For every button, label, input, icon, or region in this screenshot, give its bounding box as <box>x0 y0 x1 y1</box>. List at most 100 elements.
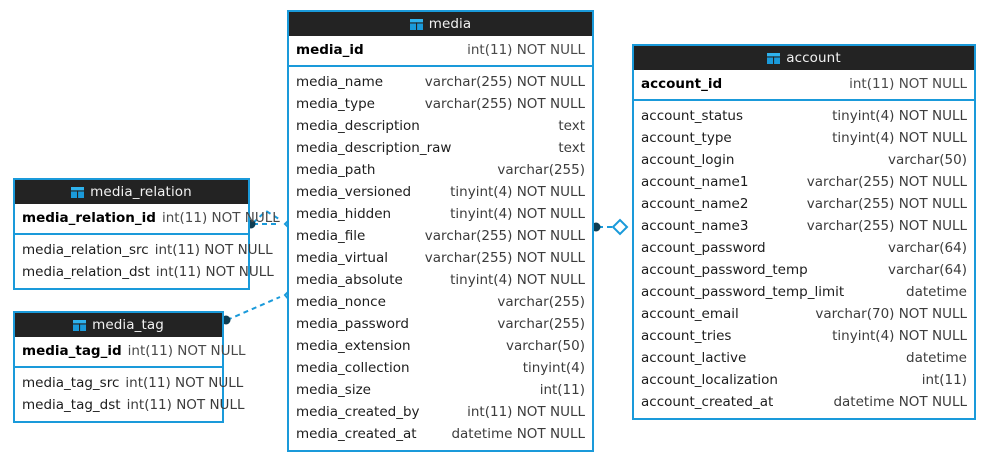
column-row[interactable]: media_nonce varchar(255) <box>289 291 592 313</box>
column-name: media_collection <box>296 360 410 376</box>
column-row-primary-key[interactable]: media_relation_id int(11) NOT NULL <box>15 207 280 229</box>
column-type: int(11) NOT NULL <box>127 343 246 359</box>
column-type: varchar(50) <box>505 338 585 354</box>
column-name: account_password_temp_limit <box>641 284 845 300</box>
column-name: media_type <box>296 96 375 112</box>
relationship-media-tag-media <box>226 296 281 321</box>
column-type: varchar(255) <box>497 294 585 310</box>
column-type: varchar(50) <box>887 152 967 168</box>
column-row[interactable]: account_localization int(11) <box>634 369 974 391</box>
column-row[interactable]: media_collection tinyint(4) <box>289 357 592 379</box>
entity-header-media: media <box>289 12 592 36</box>
column-type: int(11) NOT NULL <box>467 404 585 420</box>
column-row[interactable]: media_created_at datetime NOT NULL <box>289 423 592 445</box>
column-row-primary-key[interactable]: account_id int(11) NOT NULL <box>634 73 974 95</box>
column-name: media_versioned <box>296 184 412 200</box>
column-name: media_created_by <box>296 404 420 420</box>
entity-table-media-relation[interactable]: media_relation media_relation_id int(11)… <box>13 178 280 290</box>
column-type: int(11) NOT NULL <box>155 264 274 280</box>
column-name: media_nonce <box>296 294 386 310</box>
column-name: media_name <box>296 74 384 90</box>
column-name: account_login <box>641 152 735 168</box>
column-list-media-tag: media_tag_src int(11) NOT NULL media_tag_d… <box>15 368 244 421</box>
column-name: media_relation_dst <box>22 264 150 280</box>
column-type: datetime NOT NULL <box>833 394 967 410</box>
entity-table-media[interactable]: media media_id int(11) NOT NULL media_na… <box>287 10 594 452</box>
column-name: account_localization <box>641 372 778 388</box>
entity-table-media-tag[interactable]: media_tag media_tag_id int(11) NOT NULL … <box>13 311 246 423</box>
relationship-endpoint-diamond-account <box>611 218 629 236</box>
column-row[interactable]: media_description_raw text <box>289 137 592 159</box>
column-name: account_email <box>641 306 739 322</box>
column-type: datetime <box>906 350 967 366</box>
column-type: tinyint(4) NOT NULL <box>450 184 585 200</box>
table-icon <box>767 52 781 64</box>
column-name: media_file <box>296 228 366 244</box>
primary-key-block-account: account_id int(11) NOT NULL <box>634 70 974 101</box>
column-type: int(11) <box>921 372 967 388</box>
column-row[interactable]: media_tag_src int(11) NOT NULL <box>15 372 243 394</box>
column-row[interactable]: media_relation_dst int(11) NOT NULL <box>15 261 274 283</box>
column-name: media_tag_id <box>22 343 122 359</box>
column-name: media_virtual <box>296 250 388 266</box>
column-row[interactable]: account_password_temp_limit datetime <box>634 281 974 303</box>
column-type: varchar(255) NOT NULL <box>424 228 585 244</box>
column-type: datetime <box>906 284 967 300</box>
column-name: account_tries <box>641 328 732 344</box>
column-type: int(11) NOT NULL <box>467 42 585 58</box>
column-name: media_description_raw <box>296 140 452 156</box>
entity-header-account: account <box>634 46 974 70</box>
column-name: media_created_at <box>296 426 417 442</box>
column-type: datetime NOT NULL <box>451 426 585 442</box>
column-name: media_relation_id <box>22 210 156 226</box>
table-icon <box>409 18 423 30</box>
column-type: int(11) NOT NULL <box>161 210 280 226</box>
column-type: text <box>558 140 585 156</box>
column-type: varchar(255) NOT NULL <box>424 250 585 266</box>
column-type: varchar(70) NOT NULL <box>815 306 967 322</box>
column-type: text <box>558 118 585 134</box>
column-row-primary-key[interactable]: media_id int(11) NOT NULL <box>289 39 592 61</box>
column-row[interactable]: media_created_by int(11) NOT NULL <box>289 401 592 423</box>
column-name: account_status <box>641 108 744 124</box>
entity-table-account[interactable]: account account_id int(11) NOT NULL acco… <box>632 44 976 420</box>
column-row[interactable]: media_versioned tinyint(4) NOT NULL <box>289 181 592 203</box>
column-name: media_path <box>296 162 376 178</box>
column-type: int(11) NOT NULL <box>849 76 967 92</box>
column-row[interactable]: media_description text <box>289 115 592 137</box>
column-row[interactable]: media_virtual varchar(255) NOT NULL <box>289 247 592 269</box>
column-type: tinyint(4) <box>522 360 585 376</box>
column-name: media_description <box>296 118 420 134</box>
column-row[interactable]: account_login varchar(50) <box>634 149 974 171</box>
column-row-primary-key[interactable]: media_tag_id int(11) NOT NULL <box>15 340 246 362</box>
column-name: media_size <box>296 382 371 398</box>
column-row[interactable]: media_file varchar(255) NOT NULL <box>289 225 592 247</box>
column-row[interactable]: account_email varchar(70) NOT NULL <box>634 303 974 325</box>
column-name: media_tag_src <box>22 375 120 391</box>
column-type: int(11) NOT NULL <box>154 242 273 258</box>
column-type: varchar(64) <box>887 262 967 278</box>
column-type: int(11) NOT NULL <box>125 375 244 391</box>
